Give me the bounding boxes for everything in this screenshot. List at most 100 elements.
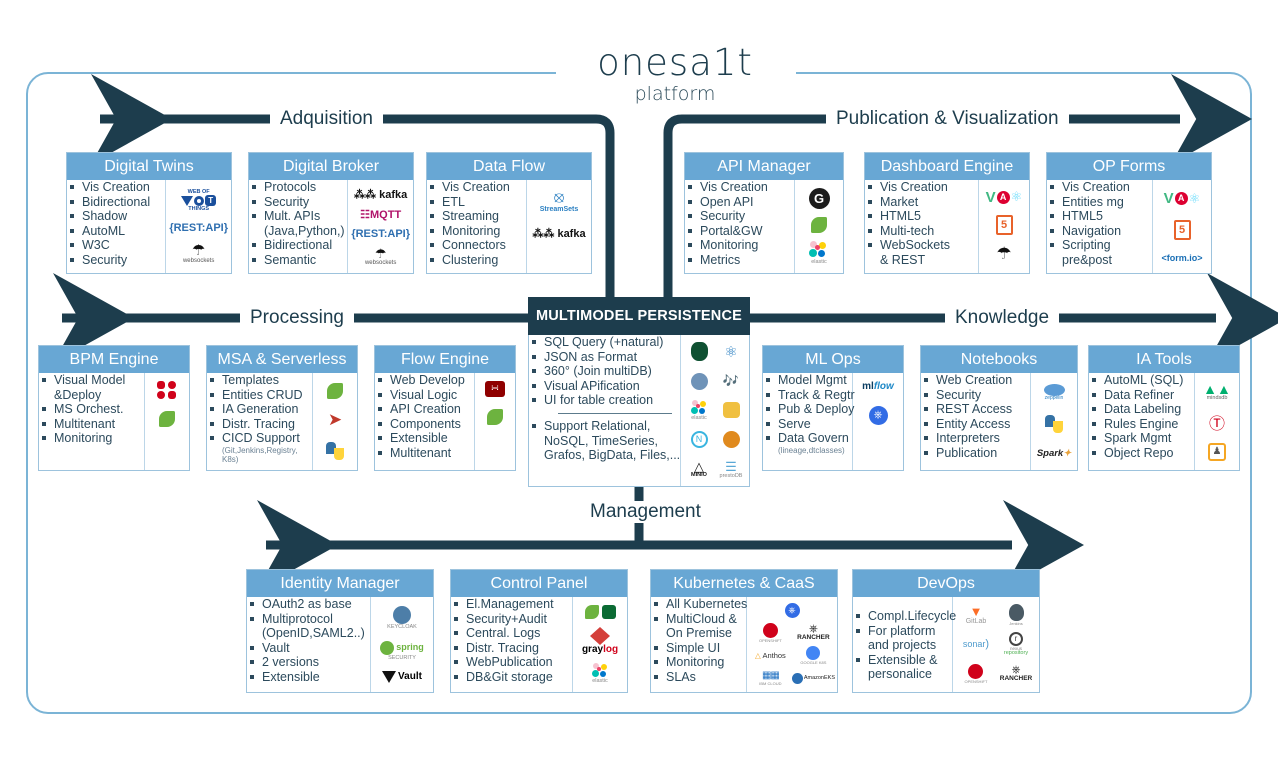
object-repo-icon: ♟ (1208, 443, 1226, 462)
html5-icon: 5 (1173, 219, 1191, 240)
rancher-icon: ⎈ RANCHER (999, 664, 1033, 683)
card-title: API Manager (685, 153, 843, 180)
multimodel-persistence[interactable]: MULTIMODEL PERSISTENCE SQL Query (+natur… (528, 297, 750, 487)
vendor-logos: KEYCLOAK spring SECURITY Vault (370, 597, 433, 692)
band-label-processing: Processing (240, 307, 354, 329)
feature-list: Compl.Lifecycle For platform and project… (853, 597, 956, 692)
feature-list: Vis Creation ETL Streaming Monitoring Co… (427, 180, 526, 273)
card-digital-broker[interactable]: Digital Broker Protocols Security Mult. … (248, 152, 414, 274)
mariadb-icon: 🎶 (722, 373, 740, 389)
card-msa-serverless[interactable]: MSA & Serverless Templates Entities CRUD… (206, 345, 358, 471)
elastic-icon: elastic (690, 399, 708, 422)
database-logos: ⚛ 🎶 elastic N △MINIO (680, 335, 749, 486)
html5-icon: 5 (995, 214, 1013, 235)
python-icon (1045, 415, 1063, 434)
card-title: Data Flow (427, 153, 591, 180)
feature-list: Vis Creation Entities mg HTML5 Navigatio… (1047, 180, 1152, 273)
labeling-icon: Ⓣ (1208, 416, 1225, 434)
kafka-icon: ⁂⁂ kafka (532, 228, 586, 240)
keycloak-icon: KEYCLOAK (387, 606, 417, 631)
card-dashboard-engine[interactable]: Dashboard Engine Vis Creation Market HTM… (864, 152, 1030, 274)
card-data-flow[interactable]: Data Flow Vis Creation ETL Streaming Mon… (426, 152, 592, 274)
feature-list: El.Management Security+Audit Central. Lo… (451, 597, 572, 692)
card-notebooks[interactable]: Notebooks Web Creation Security REST Acc… (920, 345, 1078, 471)
feature-list: AutoML (SQL) Data Refiner Data Labeling … (1089, 373, 1194, 470)
card-op-forms[interactable]: OP Forms Vis Creation Entities mg HTML5 … (1046, 152, 1212, 274)
card-title: Identity Manager (247, 570, 433, 597)
band-label-publication: Publication & Visualization (826, 108, 1069, 130)
rest-api-icon: {REST:API} (169, 221, 228, 234)
brand-name: onesa1t (597, 41, 753, 84)
card-ia-tools[interactable]: IA Tools AutoML (SQL) Data Refiner Data … (1088, 345, 1240, 471)
central-feature-list: SQL Query (+natural) JSON as Format 360°… (529, 335, 680, 486)
zeppelin-icon: zeppelin (1043, 384, 1065, 401)
feature-list: Vis Creation Market HTML5 Multi-tech Web… (865, 180, 978, 273)
card-ml-ops[interactable]: ML Ops Model Mgmt Track & Regtr Pub & De… (762, 345, 904, 471)
hashicorp-vault-icon: Vault (382, 671, 422, 683)
card-control-panel[interactable]: Control Panel El.Management Security+Aud… (450, 569, 628, 693)
band-label-knowledge: Knowledge (945, 307, 1060, 329)
mlflow-icon: mlflow (862, 381, 894, 392)
card-title: BPM Engine (39, 346, 189, 373)
amazon-eks-icon: AmazonEKS (791, 673, 835, 685)
card-title: Notebooks (921, 346, 1077, 373)
card-title: Dashboard Engine (865, 153, 1029, 180)
spark-icon: Spark✦ (1036, 447, 1072, 459)
nodered-icon: ∺ (485, 381, 505, 397)
websockets-icon: ☂websockets (364, 245, 397, 266)
card-title: IA Tools (1089, 346, 1239, 373)
gravitee-icon: G (808, 187, 830, 209)
card-title: Control Panel (451, 570, 627, 597)
openfaas-icon: ➤ (327, 410, 343, 430)
card-identity-manager[interactable]: Identity Manager OAuth2 as base Multipro… (246, 569, 434, 693)
brand-logo: onesa1t platform (575, 44, 775, 107)
vendor-logos: ▼ GitLab Jenkins sonar) r nexus reposito… (952, 597, 1039, 692)
central-title: MULTIMODEL PERSISTENCE (528, 297, 750, 335)
band-label-acquisition: Adquisition (270, 108, 383, 130)
logo-backdrop (556, 56, 796, 90)
feature-list: Web Develop Visual Logic API Creation Co… (375, 373, 474, 470)
gitlab-icon: ▼ GitLab (965, 603, 987, 625)
vendor-logos: ⁂⁂ kafka ☷MQTT {REST:API} ☂websockets (347, 180, 413, 273)
vue-angular-react-icon: V A ⚛ (1163, 190, 1201, 208)
spring-icon (811, 216, 827, 233)
card-title: DevOps (853, 570, 1039, 597)
card-kubernetes-caas[interactable]: Kubernetes & CaaS All Kubernetes MultiCl… (650, 569, 838, 693)
feature-list: Templates Entities CRUD IA Generation Di… (207, 373, 312, 470)
brand-subtitle: platform (634, 83, 716, 105)
card-title: Digital Broker (249, 153, 413, 180)
feature-list: All Kubernetes MultiCloud & On Premise S… (651, 597, 747, 692)
vendor-logos: zeppelin Spark✦ (1030, 373, 1077, 470)
card-digital-twins[interactable]: Digital Twins Vis Creation Bidirectional… (66, 152, 232, 274)
cosmosdb-icon: ⚛ (724, 343, 738, 361)
vendor-logos: V A ⚛ 5 ☂ (978, 180, 1029, 273)
vendor-logos: ⦻ StreamSets ⁂⁂ kafka (526, 180, 591, 273)
elastic-icon: elastic (591, 662, 609, 685)
card-bpm-engine[interactable]: BPM Engine Visual Model &Deploy MS Orche… (38, 345, 190, 471)
card-title: Flow Engine (375, 346, 515, 373)
vendor-logos: graylog elastic (572, 597, 627, 692)
feature-list: Visual Model &Deploy MS Orchest. Multite… (39, 373, 144, 470)
hbase-icon (722, 431, 740, 449)
flowable-icon (157, 381, 177, 399)
presto-icon: ☰prestoDB (719, 458, 743, 479)
card-flow-engine[interactable]: Flow Engine Web Develop Visual Logic API… (374, 345, 516, 471)
vendor-logos: WEB OF T THINGS {REST:API} ☂websockets (165, 180, 231, 273)
streamsets-icon: ⦻ StreamSets (539, 189, 579, 214)
feature-list: Model Mgmt Track & Regtr Pub & Deploy Se… (763, 373, 855, 470)
band-label-management: Management (580, 501, 711, 523)
websockets-icon: ☂ (996, 244, 1012, 264)
kubernetes-icon: ⎈ (784, 602, 800, 618)
sonar-icon: sonar) (962, 638, 990, 651)
card-title: Kubernetes & CaaS (651, 570, 837, 597)
anthos-icon: △ Anthos (755, 651, 786, 661)
card-api-manager[interactable]: API Manager Vis Creation Open API Securi… (684, 152, 844, 274)
rancher-icon: ⎈ RANCHER (797, 623, 830, 642)
feature-list: Web Creation Security REST Access Entity… (921, 373, 1030, 470)
card-devops[interactable]: DevOps Compl.Lifecycle For platform and … (852, 569, 1040, 693)
card-title: OP Forms (1047, 153, 1211, 180)
feature-list: Vis Creation Open API Security Portal&GW… (685, 180, 794, 273)
ibm-cloud-icon: ▦▦ IBM CLOUD (759, 670, 782, 687)
vendor-logos: mlflow ⎈ (852, 373, 903, 470)
vendor-logos: ➤ (312, 373, 357, 470)
